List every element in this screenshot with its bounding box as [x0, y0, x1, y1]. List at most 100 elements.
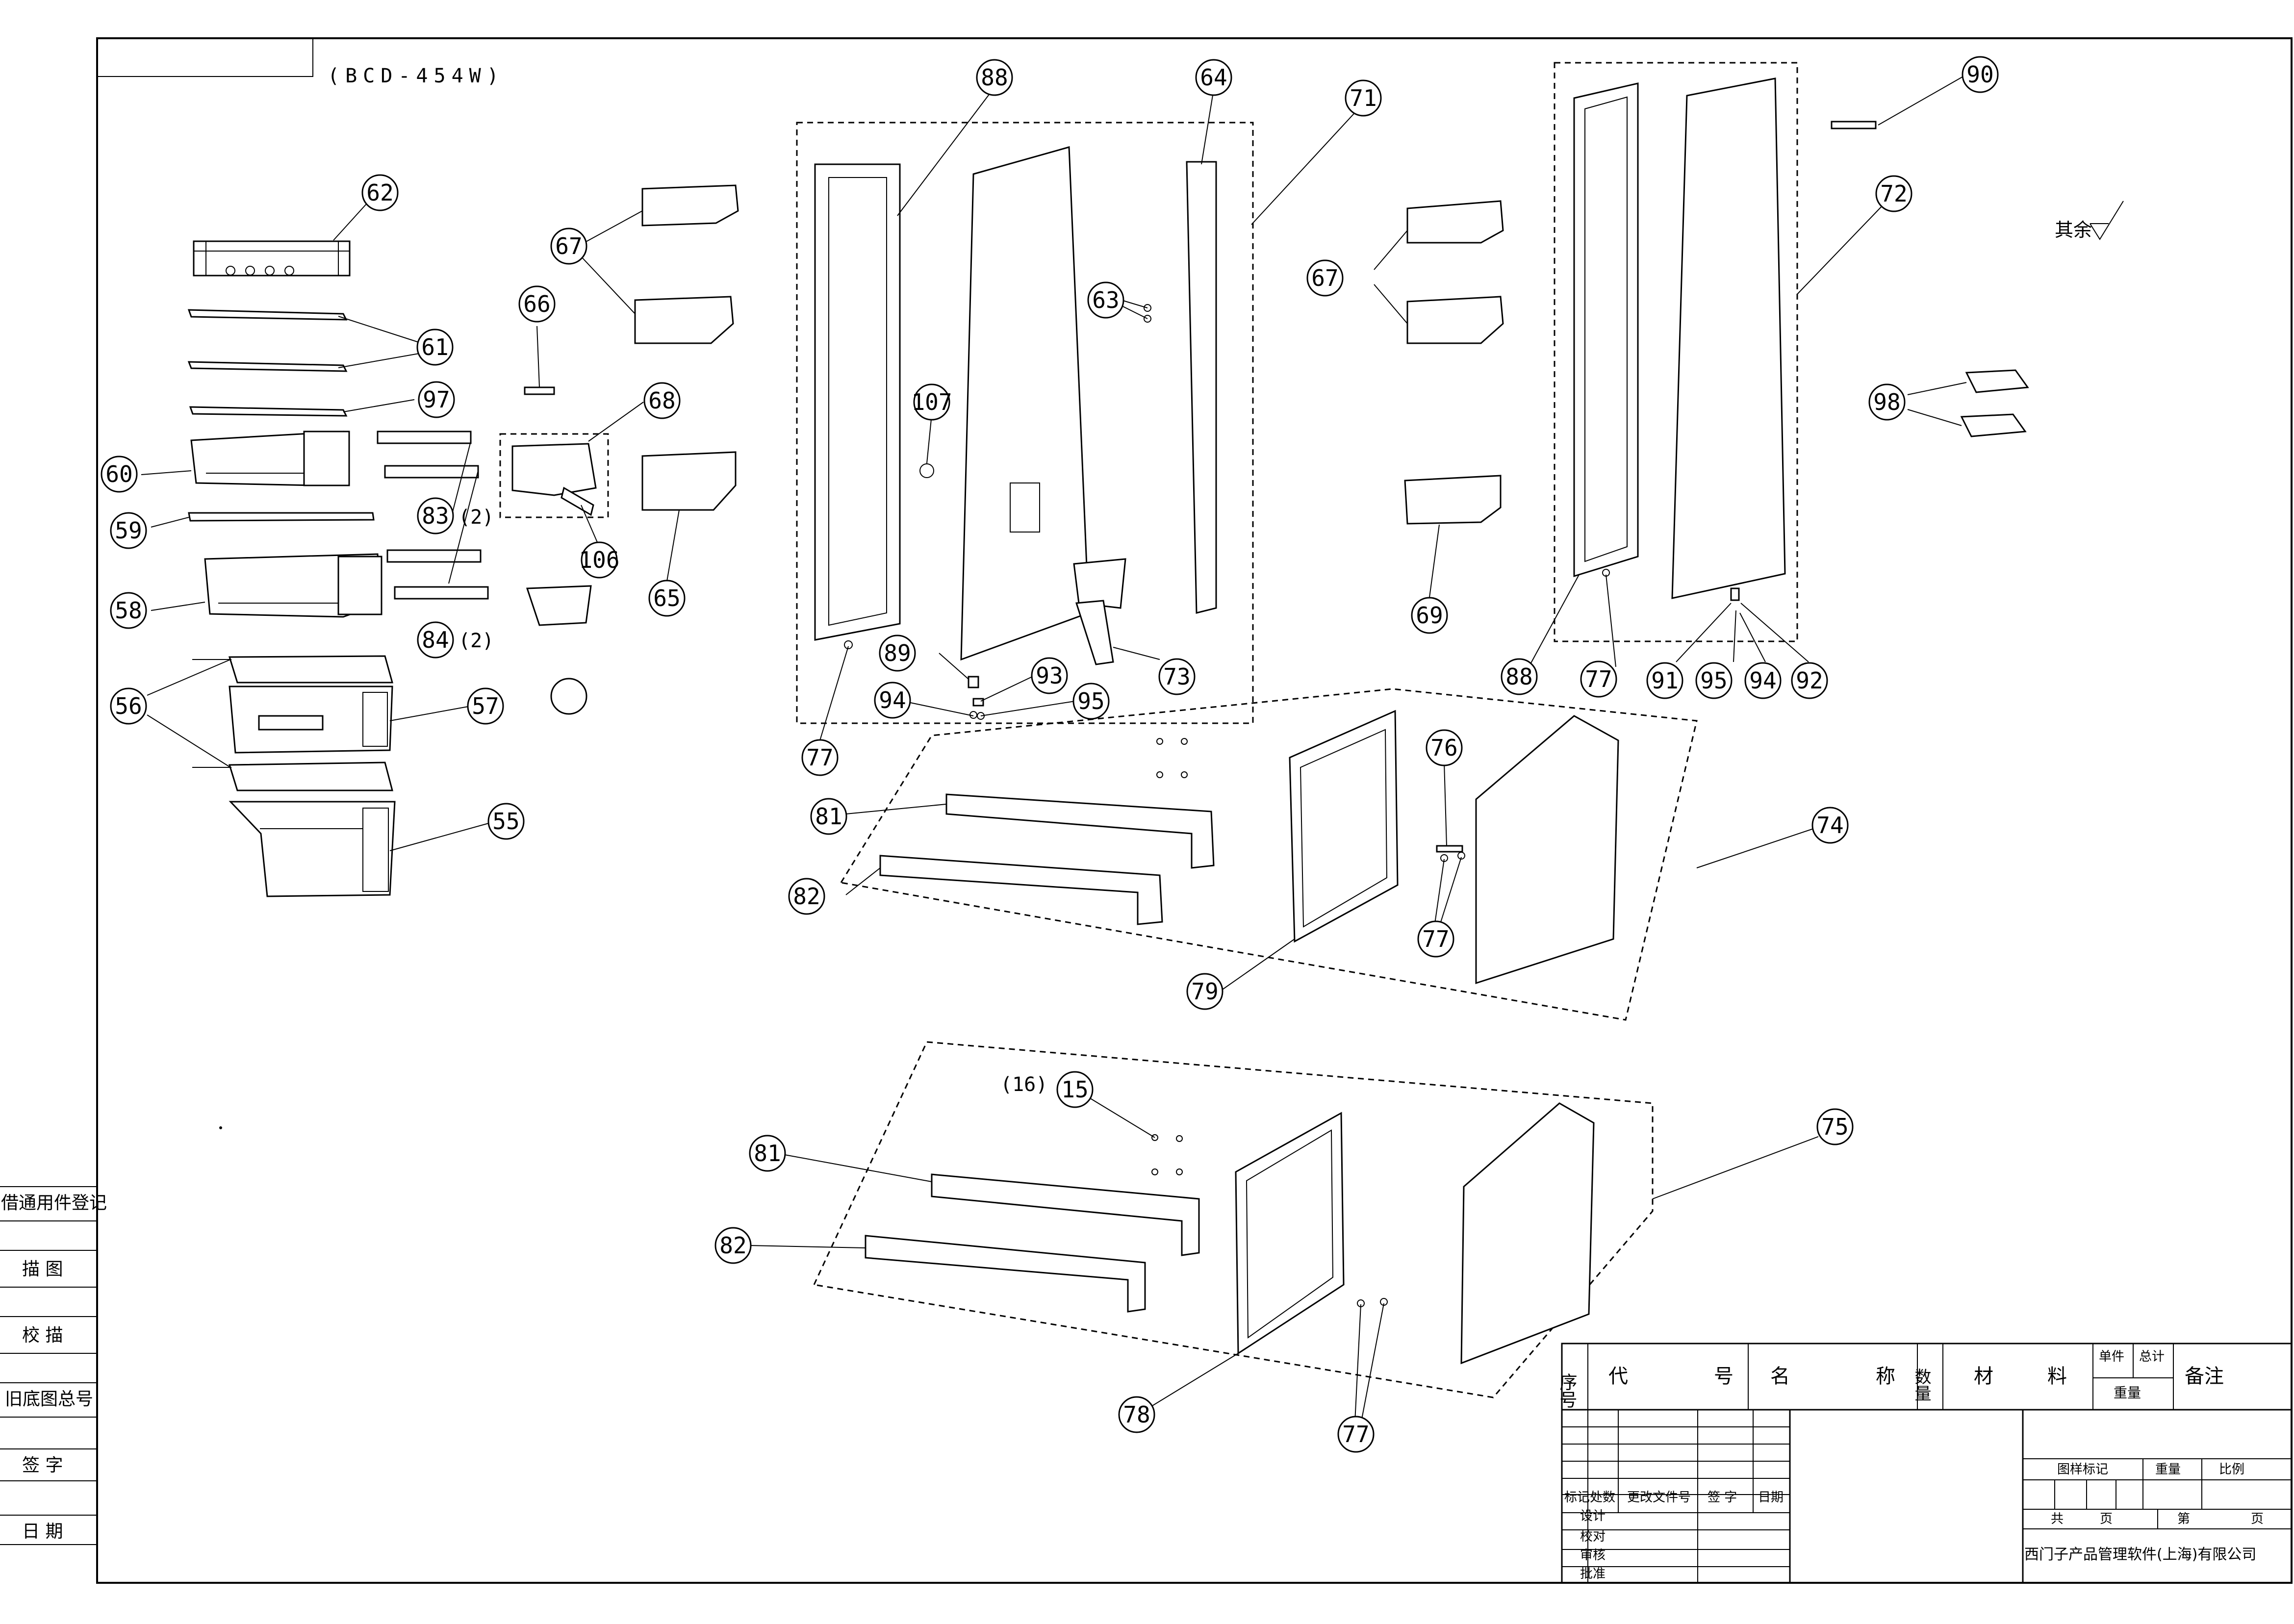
callout-91: 91 — [1646, 662, 1683, 699]
cup-99 — [526, 585, 592, 626]
callout-89: 89 — [879, 634, 916, 672]
callout-64: 64 — [1195, 59, 1232, 96]
callout-56: 56 — [110, 687, 147, 725]
group-75-box — [813, 1041, 1654, 1398]
svg-text:材: 材 — [1974, 1365, 1993, 1388]
svg-text:72: 72 — [1880, 180, 1907, 207]
callout-107: 107 — [911, 383, 952, 421]
callout-77b: 77 — [801, 739, 839, 776]
callout-61: 61 — [416, 329, 454, 366]
callout-68: 68 — [643, 382, 681, 419]
svg-text:106: 106 — [579, 547, 619, 573]
drawer-gasket-79 — [1289, 710, 1399, 943]
door-panel-b — [1671, 77, 1786, 599]
svg-text:更改文件号: 更改文件号 — [1627, 1490, 1691, 1505]
svg-text:91: 91 — [1651, 667, 1678, 694]
leader-lines — [141, 76, 1967, 1432]
svg-text:日 期: 日 期 — [22, 1522, 63, 1542]
slide-83a — [377, 431, 472, 444]
svg-text:总计: 总计 — [2139, 1349, 2165, 1364]
svg-text:单件: 单件 — [2099, 1349, 2124, 1364]
svg-text:83: 83 — [422, 503, 449, 529]
callout-67a: 67 — [550, 228, 587, 265]
svg-text:65: 65 — [653, 585, 680, 611]
callout-66: 66 — [518, 285, 556, 323]
callout-57: 57 — [467, 687, 504, 725]
svg-text:图样标记: 图样标记 — [2057, 1462, 2108, 1477]
svg-text:批准: 批准 — [1580, 1567, 1606, 1581]
svg-text:处数: 处数 — [1590, 1490, 1615, 1505]
svg-text:重量: 重量 — [2155, 1462, 2181, 1477]
svg-text:82: 82 — [719, 1232, 746, 1259]
drawer-57 — [229, 685, 393, 754]
callout-97: 97 — [418, 381, 455, 418]
svg-text:73: 73 — [1163, 663, 1190, 690]
svg-text:第: 第 — [2177, 1512, 2190, 1526]
svg-text:旧底图总号: 旧底图总号 — [5, 1389, 93, 1409]
svg-text:90: 90 — [1966, 61, 1993, 88]
crisper-tray-60 — [190, 431, 350, 486]
svg-text:89: 89 — [884, 640, 911, 666]
callout-78: 78 — [1118, 1396, 1155, 1433]
door-panel-a — [960, 146, 1090, 661]
slide-rail-81b — [931, 1173, 1200, 1256]
qty-84: (2) — [459, 630, 494, 652]
drawer-door-a — [1475, 715, 1619, 985]
rail-59 — [188, 512, 375, 522]
qty-83: (2) — [459, 506, 494, 529]
svg-text:称: 称 — [1876, 1365, 1895, 1388]
svg-text:15: 15 — [1061, 1076, 1088, 1103]
callout-77a: 77 — [1580, 660, 1617, 698]
svg-text:数量: 数量 — [1912, 1368, 1931, 1401]
svg-text:56: 56 — [115, 693, 142, 719]
slide-rail-82a — [879, 855, 1163, 925]
svg-text:签 字: 签 字 — [1708, 1490, 1737, 1505]
svg-text:81: 81 — [815, 803, 842, 830]
svg-text:号: 号 — [1714, 1365, 1733, 1388]
callout-62: 62 — [361, 174, 399, 211]
callout-92: 92 — [1791, 662, 1828, 699]
svg-text:59: 59 — [115, 517, 142, 544]
svg-text:79: 79 — [1191, 978, 1218, 1005]
svg-text:78: 78 — [1123, 1401, 1150, 1428]
svg-text:名: 名 — [1770, 1365, 1790, 1388]
callout-99 — [550, 678, 587, 715]
model-label: (BCD-454W) — [328, 65, 505, 87]
svg-text:比例: 比例 — [2219, 1462, 2244, 1477]
hinge-98b — [1960, 413, 2027, 437]
slide-84b — [394, 586, 489, 600]
svg-text:料: 料 — [2047, 1365, 2067, 1388]
door-bin-65 — [641, 451, 737, 511]
callout-73: 73 — [1158, 658, 1196, 695]
callout-15: 15 — [1056, 1071, 1094, 1108]
shelf-62 — [193, 240, 351, 277]
drawer-door-b — [1460, 1102, 1595, 1365]
svg-text:代: 代 — [1608, 1365, 1628, 1388]
chute-73 — [1073, 558, 1126, 665]
door-gasket-88a — [814, 163, 901, 641]
hinge-98a — [1965, 369, 2029, 393]
svg-text:77: 77 — [1422, 926, 1449, 952]
callout-76: 76 — [1426, 729, 1463, 766]
roughness-symbol — [2090, 201, 2124, 240]
svg-text:98: 98 — [1873, 389, 1900, 415]
drawer-55 — [229, 801, 396, 897]
svg-text:共: 共 — [2051, 1512, 2064, 1526]
svg-text:107: 107 — [911, 389, 952, 415]
shelf-glass-61b — [187, 361, 348, 372]
callout-95b: 95 — [1072, 683, 1110, 720]
svg-text:备注: 备注 — [2185, 1365, 2224, 1388]
slide-rail-82b — [865, 1235, 1146, 1313]
svg-text:描 图: 描 图 — [22, 1259, 63, 1279]
callout-58: 58 — [110, 592, 147, 629]
callout-94b: 94 — [874, 682, 911, 719]
door-bin-67c — [1406, 200, 1504, 244]
callout-72: 72 — [1875, 175, 1912, 212]
title-block: 序号 代 号 名 称 数量 材 料 单件 总计 重量 备注 标记 处数 更改文件… — [1557, 1343, 2293, 1584]
callout-71: 71 — [1345, 79, 1382, 117]
svg-text:58: 58 — [115, 597, 142, 624]
svg-text:77: 77 — [1342, 1421, 1369, 1447]
callout-74: 74 — [1811, 807, 1849, 844]
roughness-note: 其余 — [2055, 219, 2092, 241]
callout-60: 60 — [101, 456, 138, 493]
